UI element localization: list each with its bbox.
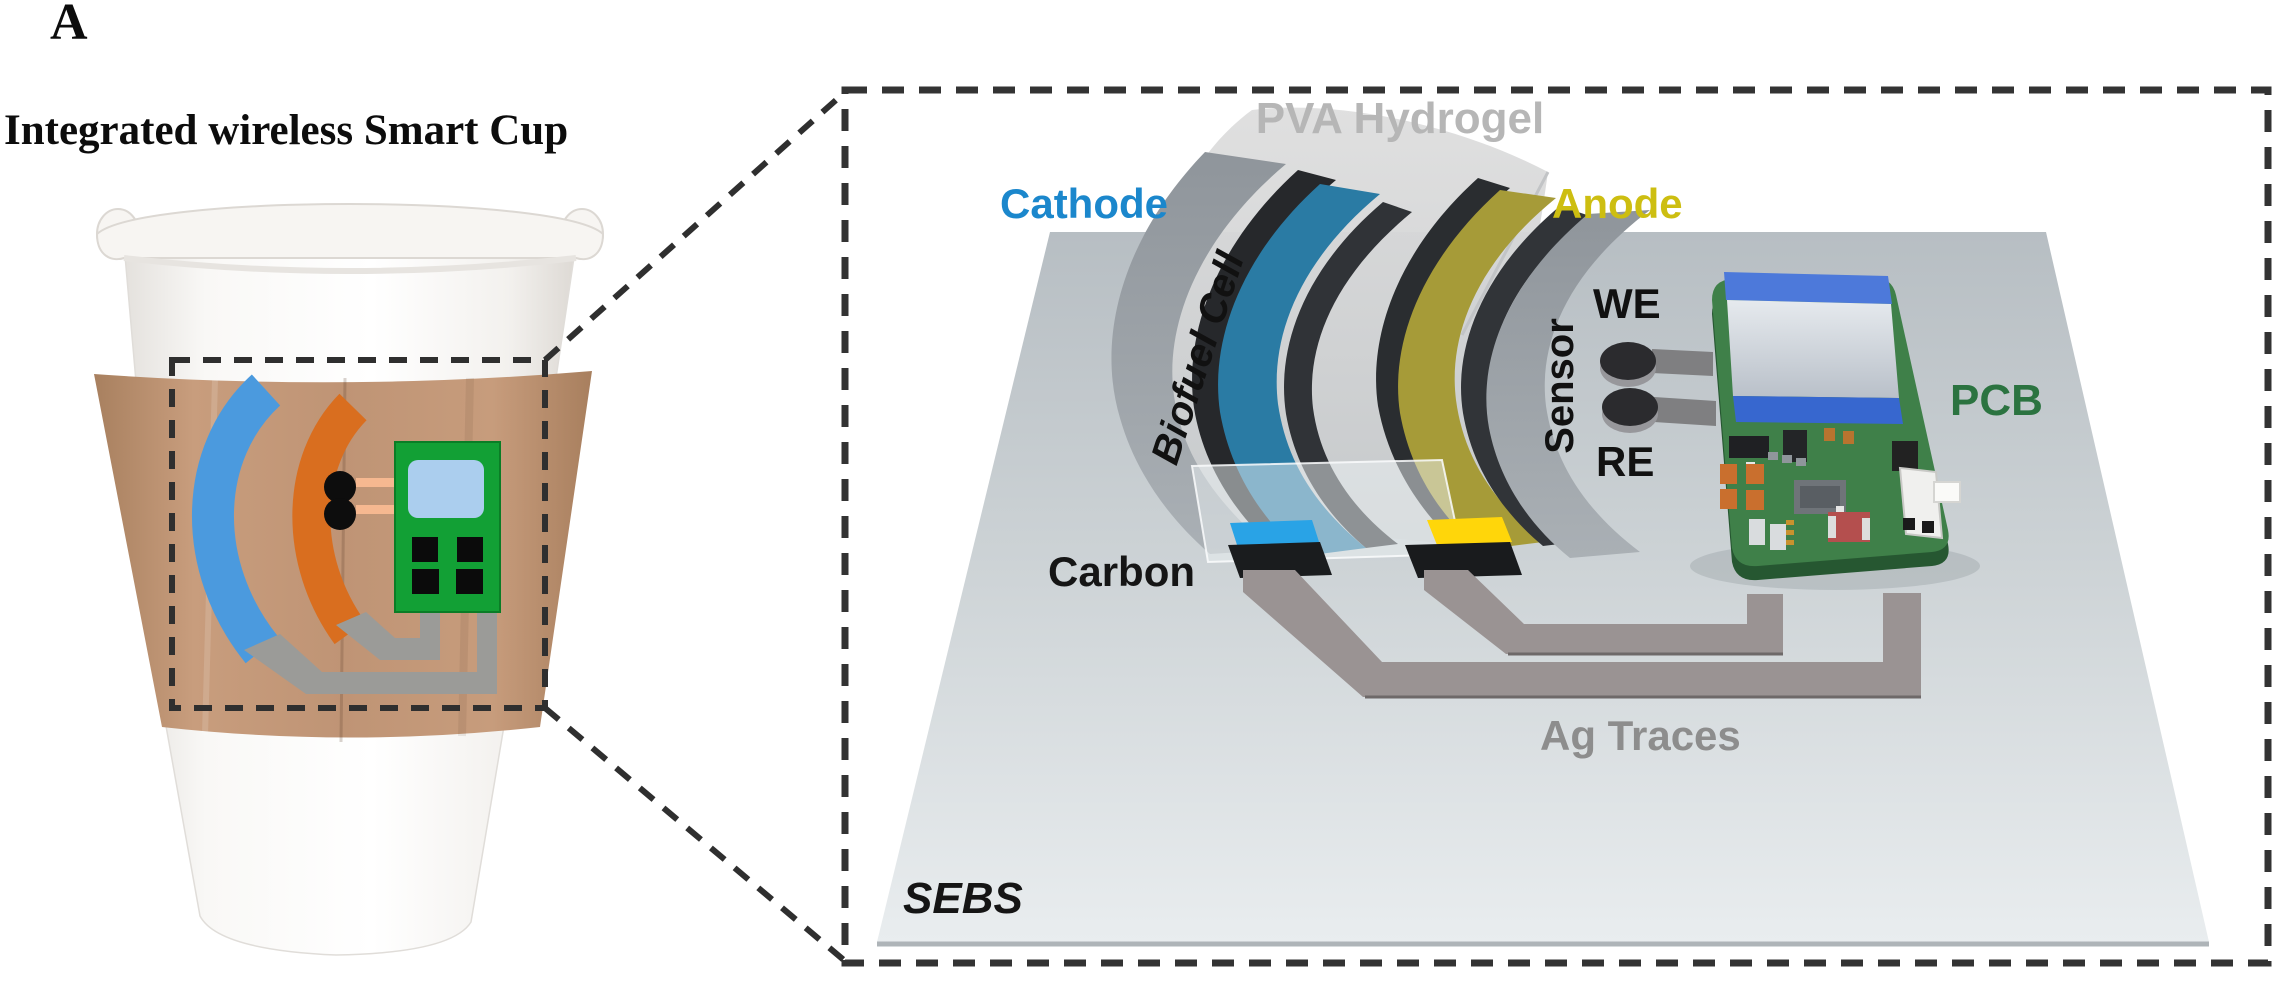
we-lead (1652, 349, 1713, 376)
label-re: RE (1596, 438, 1655, 485)
carbon-band-right2 (1461, 206, 1590, 546)
we-electrode (1600, 342, 1656, 380)
switch-foot (1903, 518, 1915, 530)
cathode-band (1218, 184, 1380, 556)
capacitor (1720, 464, 1737, 484)
capacitor-white (1749, 519, 1765, 545)
sleeve-anode-arc (292, 393, 368, 645)
callout-border (841, 86, 2272, 967)
label-pcb: PCB (1950, 376, 2043, 425)
ag-trace-inner (1424, 570, 1783, 654)
sleeve-trace-inner (336, 610, 440, 660)
resistor (1796, 458, 1806, 466)
mcu-dot (1836, 506, 1844, 513)
sleeve-pcb-pad (456, 569, 483, 594)
sleeve-re-dot (324, 498, 356, 530)
sleeve-we-dot (324, 471, 356, 503)
label-sebs: SEBS (903, 874, 1023, 923)
panel-label: A (50, 0, 88, 51)
carbon-band-left2 (1284, 202, 1412, 548)
pcb-module (1690, 272, 1980, 590)
ic-chip-small (1892, 441, 1918, 471)
capacitor (1720, 489, 1737, 509)
ic-chip (1729, 436, 1769, 458)
ble-module-body (1727, 300, 1899, 398)
resistor (1768, 452, 1778, 460)
biofuel-substrate-band (1111, 152, 1286, 554)
capacitor-small (1843, 431, 1854, 444)
carbon-tip-left (1228, 542, 1332, 578)
figure-title: Integrated wireless Smart Cup (4, 107, 569, 154)
label-anode: Anode (1552, 180, 1683, 227)
label-pva-hydrogel: PVA Hydrogel (1255, 94, 1545, 143)
ag-trace-outer (1243, 570, 1921, 697)
carbon-band-right (1376, 178, 1510, 548)
crystal-cap (1828, 516, 1836, 538)
sleeve-cathode-arc (192, 374, 281, 664)
zoom-region-border (169, 357, 548, 711)
label-cathode: Cathode (1000, 180, 1168, 227)
capacitor (1746, 490, 1764, 510)
carbon-tip-right (1405, 542, 1522, 578)
re-electrode (1602, 388, 1658, 426)
sleeve-pcb-pad (412, 537, 438, 562)
ble-module-top (1724, 272, 1892, 304)
anode-tip (1427, 517, 1512, 545)
capacitor (1746, 464, 1764, 484)
zoom-connector-bottom (543, 705, 847, 964)
zoom-connector-top (543, 89, 847, 363)
carbon-band-left (1192, 170, 1336, 554)
smart-cup (94, 203, 605, 956)
sensor-lead-we (356, 478, 396, 487)
gold-pad (1786, 540, 1794, 545)
sleeve-pcb-screen (408, 460, 484, 518)
sleeve-pcb-pad (457, 537, 483, 562)
mcu-die (1800, 486, 1840, 508)
cup-rim (95, 203, 605, 261)
switch-foot (1922, 521, 1934, 533)
cup-rim-shadow (123, 255, 577, 274)
label-we: WE (1593, 280, 1661, 327)
callout-diagram (841, 86, 2272, 967)
crystal-cap (1862, 518, 1870, 540)
label-sensor: Sensor (1538, 318, 1582, 454)
capacitor-white (1770, 524, 1786, 550)
gold-pad (1786, 530, 1794, 535)
sleeve-trace-outer (244, 610, 497, 694)
power-switch-knob (1933, 481, 1961, 503)
sensor-lead-re (356, 505, 396, 514)
label-ag-traces: Ag Traces (1540, 712, 1741, 759)
gold-pad (1786, 520, 1794, 525)
sleeve-pcb-pad (412, 569, 439, 594)
sensor-substrate-band (1486, 210, 1650, 558)
label-carbon: Carbon (1048, 548, 1195, 595)
resistor (1782, 455, 1792, 463)
capacitor-small (1824, 428, 1835, 441)
ble-module-bottom (1733, 396, 1903, 424)
cathode-tip (1230, 520, 1320, 548)
re-lead (1654, 397, 1716, 426)
